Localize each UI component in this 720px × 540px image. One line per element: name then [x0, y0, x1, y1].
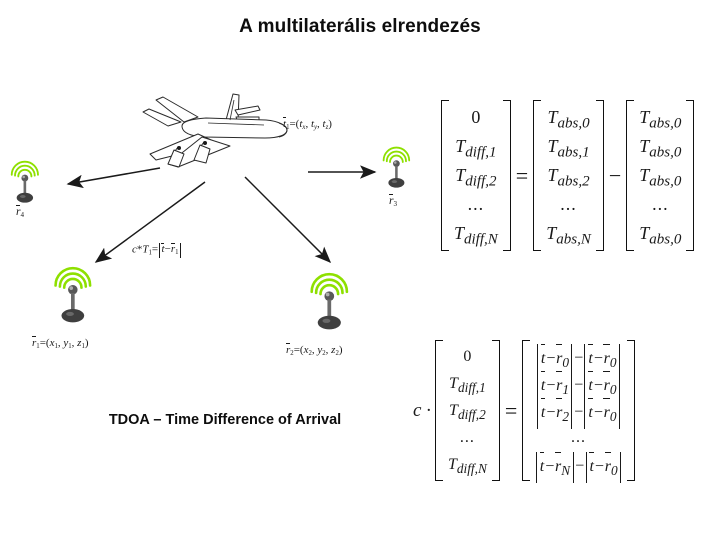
- matrix-cell: Tabs,0: [639, 165, 682, 190]
- matrix-cell: Tdiff,2: [455, 165, 497, 190]
- ground-station-r2: [304, 272, 355, 338]
- matrix-range-differences: t−r0−t−r0 t−r1−t−r0 t−r2−t−r0 ... t−rN−t…: [522, 340, 636, 484]
- equation-range-difference: c · 0 Tdiff,1 Tdiff,2 ... Tdiff,N = t−r0…: [413, 340, 636, 484]
- matrix-cell: Tabs,0: [639, 107, 682, 132]
- minus-operator: −: [608, 162, 622, 188]
- matrix-cell: Tabs,N: [546, 223, 591, 248]
- matrix-cell: Tabs,0: [547, 107, 590, 132]
- matrix-cell: ...: [560, 194, 577, 214]
- matrix-cell: Tdiff,N: [447, 456, 487, 477]
- matrix-cell: ...: [570, 429, 586, 446]
- matrix-cell: 0: [463, 348, 472, 365]
- equals-operator-2: =: [504, 397, 518, 423]
- matrix-cell: Tdiff,1: [449, 375, 486, 396]
- matrix-cell: 0: [471, 107, 481, 127]
- signal-arcs-icon: [310, 272, 349, 296]
- equation-tdiff-matrix: 0 Tdiff,1 Tdiff,2 ... Tdiff,N = Tabs,0 T…: [440, 100, 695, 251]
- matrix-tabs-indexed: Tabs,0 Tabs,1 Tabs,2 ... Tabs,N: [533, 100, 604, 251]
- station-label-r1: r1=(x1, y1, z1): [31, 336, 89, 350]
- matrix-cell: ...: [467, 194, 485, 214]
- matrix-cell: Tdiff,2: [449, 402, 486, 423]
- matrix-cell: t−rN−t−r0: [529, 451, 627, 484]
- aircraft-illustration: [138, 84, 298, 192]
- ground-station-r1: [48, 266, 98, 331]
- matrix-tabs-reference: Tabs,0 Tabs,0 Tabs,0 ... Tabs,0: [626, 100, 695, 251]
- matrix-cell: ...: [652, 194, 669, 214]
- matrix-cell: ...: [459, 429, 475, 446]
- ground-station-r3: [378, 146, 415, 194]
- signal-arcs-icon: [54, 266, 92, 289]
- matrix-cell: Tabs,1: [547, 136, 590, 161]
- matrix-cell: t−r0−t−r0: [529, 343, 627, 376]
- signal-arcs-icon: [10, 160, 39, 178]
- matrix-tdiff-lhs-2: 0 Tdiff,1 Tdiff,2 ... Tdiff,N: [434, 340, 500, 481]
- matrix-tdiff-lhs: 0 Tdiff,1 Tdiff,2 ... Tdiff,N: [441, 100, 511, 251]
- signal-arcs-icon: [382, 146, 411, 163]
- matrix-cell: Tabs,0: [639, 223, 682, 248]
- station-label-r3: r3: [388, 194, 398, 208]
- equals-operator: =: [515, 162, 529, 188]
- page-title: A multilaterális elrendezés: [239, 16, 481, 37]
- distance-formula-label: c*T1=t−r1: [132, 242, 182, 258]
- matrix-cell: t−r1−t−r0: [529, 370, 627, 403]
- ground-station-r4: [6, 160, 44, 209]
- scalar-c: c ·: [413, 399, 431, 421]
- aircraft-position-label: t1=(tx, ty, tz): [282, 117, 332, 131]
- matrix-cell: t−r2−t−r0: [529, 397, 627, 430]
- tdoa-caption: TDOA – Time Difference of Arrival: [108, 412, 342, 428]
- matrix-cell: Tabs,0: [639, 136, 682, 161]
- matrix-cell: Tdiff,1: [455, 136, 497, 161]
- matrix-cell: Tdiff,N: [454, 223, 498, 248]
- station-label-r4: r4: [15, 205, 25, 219]
- station-label-r2: r2=(x2, y2, z2): [285, 343, 343, 357]
- matrix-cell: Tabs,2: [547, 165, 590, 190]
